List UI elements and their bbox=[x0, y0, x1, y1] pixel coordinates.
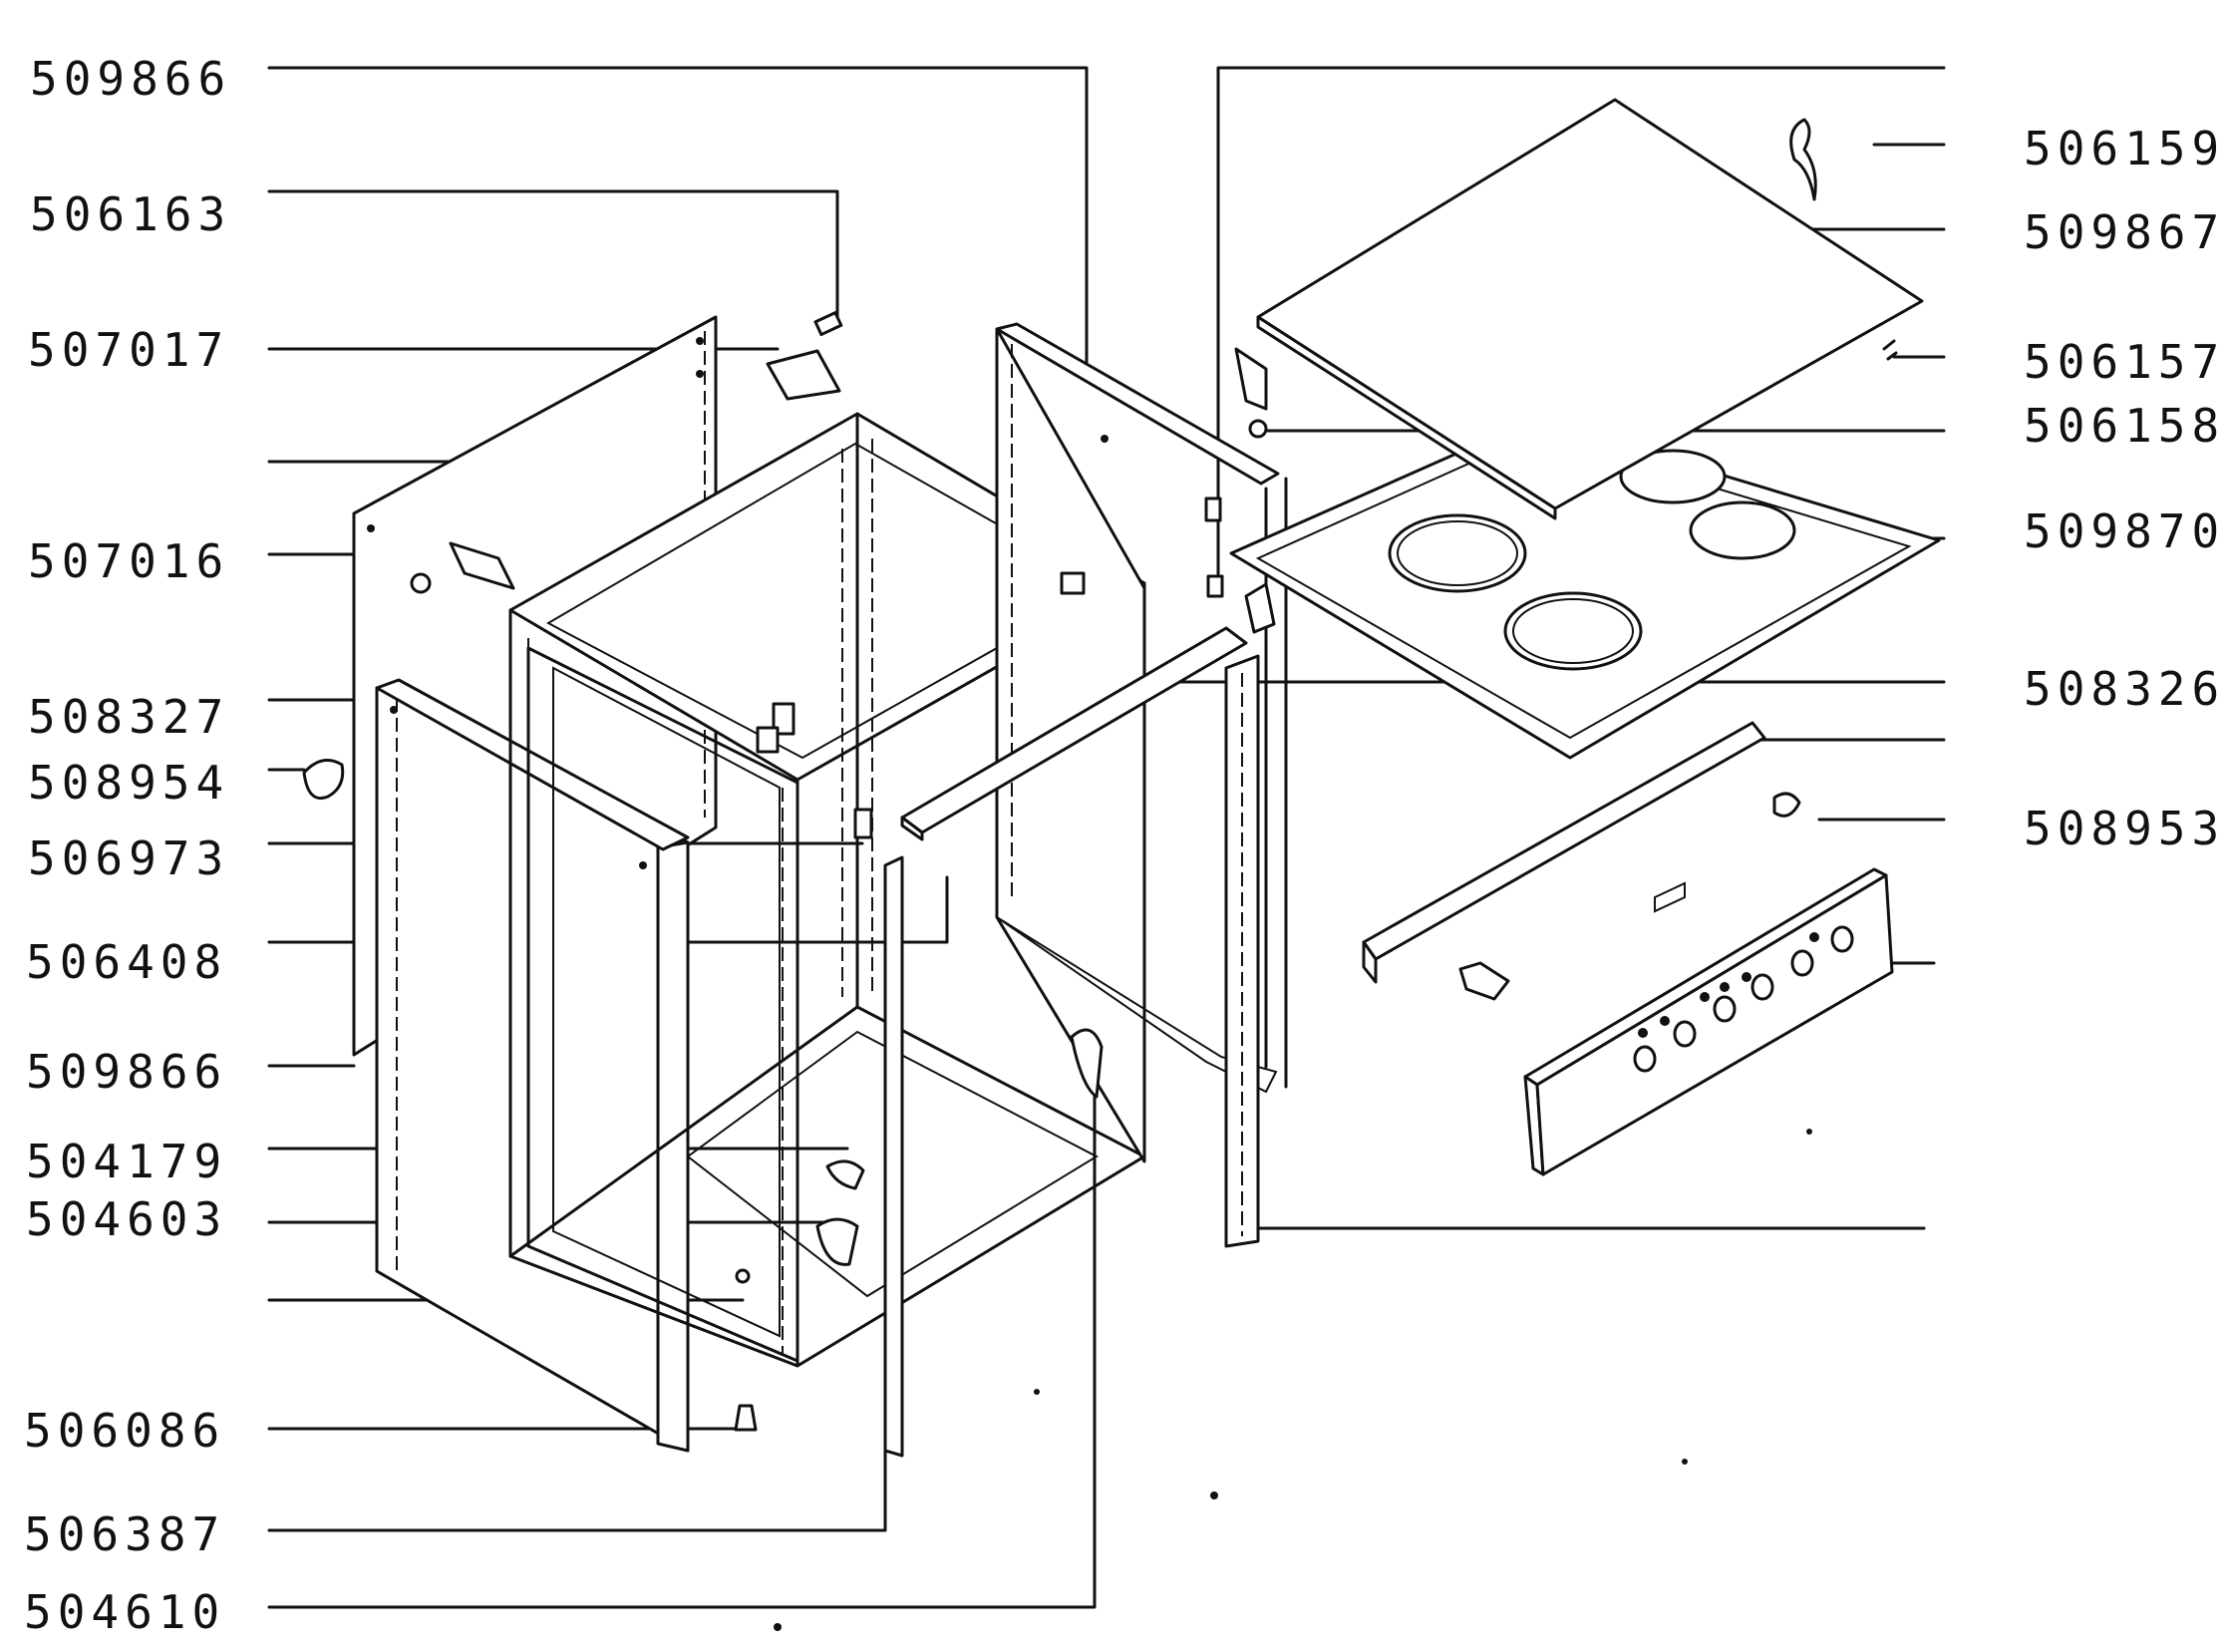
part-number-label: 508954 bbox=[28, 756, 230, 810]
part-number-label: 509866 bbox=[26, 1045, 228, 1099]
hob-lid bbox=[1256, 98, 1924, 520]
cross-rail bbox=[900, 626, 1248, 841]
part-number-label: 506973 bbox=[28, 831, 230, 885]
part-number-label: 506158 bbox=[2024, 399, 2225, 453]
small-parts bbox=[302, 118, 1898, 1631]
front-side-panel bbox=[375, 678, 690, 1453]
control-knobs bbox=[1633, 925, 1854, 1073]
part-number-label: 506408 bbox=[26, 935, 228, 989]
part-number-label: 504603 bbox=[26, 1192, 228, 1246]
part-number-label: 507016 bbox=[28, 534, 230, 588]
front-strips bbox=[883, 654, 1260, 1458]
part-number-label: 506387 bbox=[24, 1507, 226, 1561]
part-number-label: 508953 bbox=[2024, 802, 2225, 855]
part-number-label: 504610 bbox=[24, 1585, 226, 1639]
part-number-label: 506086 bbox=[24, 1404, 226, 1458]
control-rail bbox=[1362, 721, 1766, 984]
part-number-label: 504179 bbox=[26, 1135, 228, 1188]
part-number-label: 508326 bbox=[2024, 662, 2225, 716]
hob-plate bbox=[1229, 417, 1941, 760]
part-number-label: 507017 bbox=[28, 323, 230, 377]
part-number-label: 509866 bbox=[30, 52, 232, 106]
part-number-label: 506163 bbox=[30, 187, 232, 241]
part-number-label: 508327 bbox=[28, 690, 230, 744]
part-number-label: 506159 bbox=[2024, 122, 2225, 175]
control-panel bbox=[1523, 867, 1894, 1176]
part-number-label: 509870 bbox=[2024, 504, 2225, 558]
part-number-label: 509867 bbox=[2024, 205, 2225, 259]
part-number-label: 506157 bbox=[2024, 335, 2225, 389]
